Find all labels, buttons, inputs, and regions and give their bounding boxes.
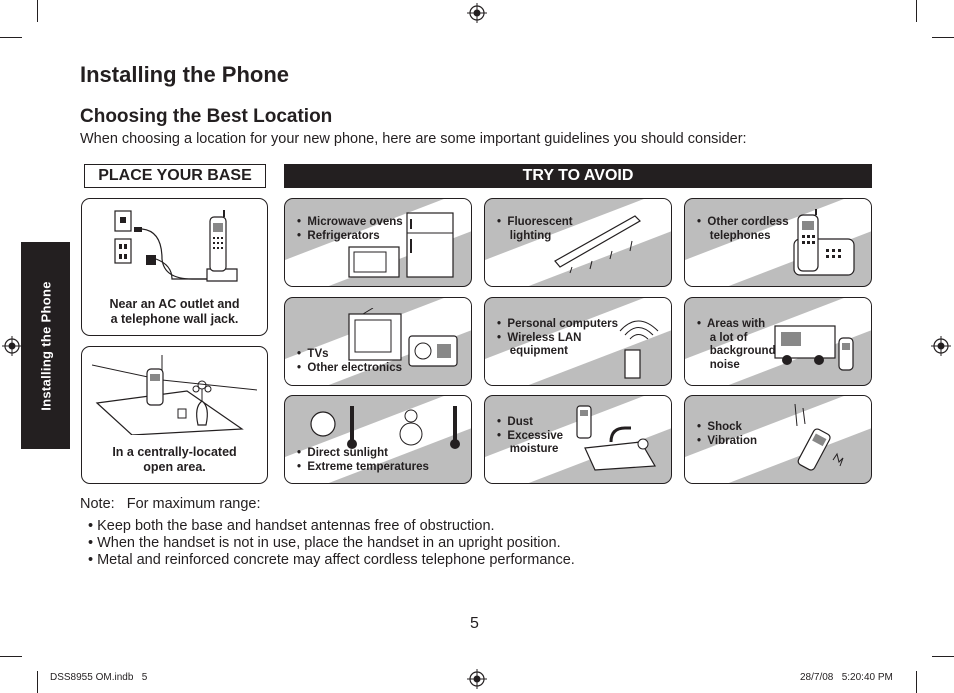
page-number: 5 — [470, 615, 479, 632]
page-title: Installing the Phone — [80, 62, 290, 87]
side-tab: Installing the Phone — [21, 242, 70, 449]
try-to-avoid-header: TRY TO AVOID — [284, 164, 872, 188]
truck-icon — [774, 325, 854, 371]
avoid-card: • Areas with a lot of background noise — [684, 297, 872, 386]
cordless-phone-icon — [793, 209, 855, 276]
avoid-card: • TVs• Other electronics — [284, 297, 472, 386]
crop-mark — [0, 37, 22, 38]
place-base-caption: In a centrally-located open area. — [112, 445, 237, 474]
section-title: Choosing the Best Location — [80, 106, 333, 127]
avoid-card: • Fluorescent lighting — [484, 198, 672, 287]
crop-mark — [0, 656, 22, 657]
avoid-card: • Personal computers• Wireless LAN equip… — [484, 297, 672, 386]
avoid-label: • Other cordless telephones — [697, 216, 789, 242]
registration-mark-icon — [931, 336, 951, 356]
tv-radio-icon — [348, 308, 458, 367]
crop-mark — [916, 671, 917, 693]
crop-mark — [932, 37, 954, 38]
microwave-fridge-icon — [348, 212, 454, 278]
registration-mark-icon — [467, 669, 487, 689]
avoid-card: • Microwave ovens• Refrigerators — [284, 198, 472, 287]
avoid-label: • Microwave ovens• Refrigerators — [297, 216, 403, 242]
avoid-label: • Areas with a lot of background noise — [697, 318, 776, 371]
avoid-label: • Direct sunlight• Extreme temperatures — [297, 447, 429, 473]
crop-mark — [37, 671, 38, 693]
avoid-label: • Fluorescent lighting — [497, 216, 573, 242]
intro-text: When choosing a location for your new ph… — [80, 131, 747, 147]
avoid-label: • Shock• Vibration — [697, 421, 758, 447]
place-base-caption: Near an AC outlet and a telephone wall j… — [109, 297, 240, 326]
note-item: • Keep both the base and handset antenna… — [88, 518, 495, 534]
avoid-card: • Other cordless telephones — [684, 198, 872, 287]
falling-phone-icon — [794, 403, 844, 471]
crop-mark — [37, 0, 38, 22]
avoid-card: • Shock• Vibration — [684, 395, 872, 484]
crop-mark — [916, 0, 917, 22]
crop-mark — [932, 656, 954, 657]
wireless-router-icon — [619, 320, 659, 379]
footer-filename: DSS8955 OM.indb 5 — [50, 672, 148, 683]
sun-thermometer-icon — [310, 406, 460, 449]
note-item: • When the handset is not in use, place … — [88, 535, 561, 551]
footer-timestamp: 28/7/08 5:20:40 PM — [800, 672, 893, 683]
avoid-label: • Personal computers• Wireless LAN equip… — [497, 318, 618, 357]
place-base-header: PLACE YOUR BASE — [84, 164, 266, 188]
note-item: • Metal and reinforced concrete may affe… — [88, 552, 575, 568]
registration-mark-icon — [2, 336, 22, 356]
note-label: Note: For maximum range: — [80, 496, 261, 512]
avoid-card: • Direct sunlight• Extreme temperatures — [284, 395, 472, 484]
registration-mark-icon — [467, 3, 487, 23]
note-list: • Keep both the base and handset antenna… — [88, 518, 575, 569]
avoid-label: • TVs• Other electronics — [297, 348, 403, 374]
avoid-label: • Dust• Excessive moisture — [497, 416, 564, 455]
faucet-phone-icon — [576, 405, 657, 471]
wall-jack-phone-icon — [114, 210, 238, 282]
place-base-card: In a centrally-located open area. — [81, 346, 268, 484]
table-phone-icon — [92, 355, 257, 435]
place-base-card: Near an AC outlet and a telephone wall j… — [81, 198, 268, 336]
avoid-card: • Dust• Excessive moisture — [484, 395, 672, 484]
side-tab-label: Installing the Phone — [38, 280, 53, 411]
fluorescent-light-icon — [554, 215, 641, 274]
